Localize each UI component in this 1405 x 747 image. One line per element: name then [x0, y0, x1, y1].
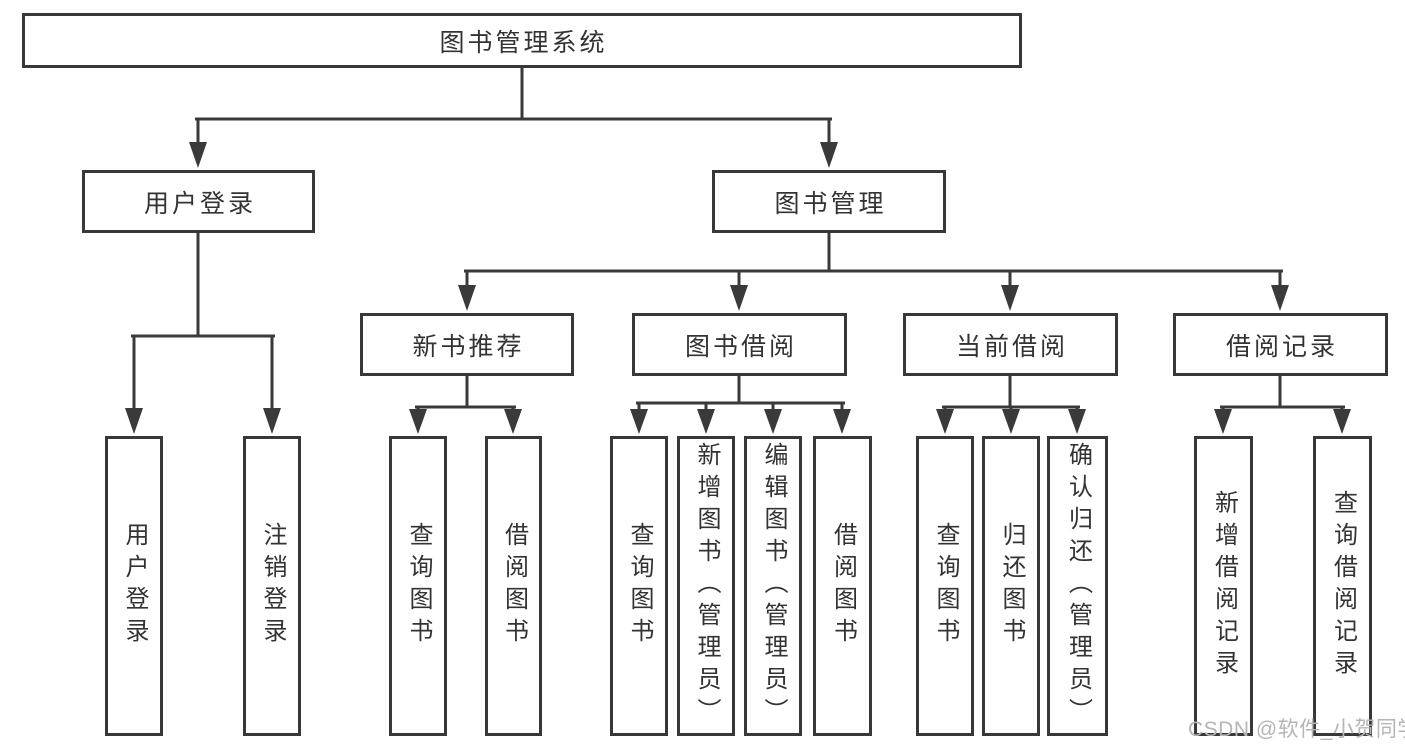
node-leaf-confirm-return-label: 确认归还（管理员） [1064, 442, 1092, 730]
node-leaf-add-book-label: 新增图书（管理员） [693, 442, 720, 730]
csdn-watermark: CSDN @软件_小贺同学 [1188, 718, 1405, 741]
node-leaf-edit-book-label: 编辑图书（管理员） [760, 442, 787, 730]
connector-newbookrec-to-leaves [409, 371, 522, 434]
node-new-book-recommend: 新书推荐 [360, 313, 574, 376]
node-leaf-user-login: 用户登录 [105, 436, 163, 736]
node-leaf-query-book-2-label: 查询图书 [626, 522, 653, 650]
connector-bookborrow-to-leaves [630, 371, 851, 434]
node-borrow-record: 借阅记录 [1173, 313, 1388, 376]
node-new-book-recommend-label: 新书推荐 [412, 332, 525, 361]
node-leaf-add-record: 新增借阅记录 [1194, 436, 1253, 736]
node-borrow-record-label: 借阅记录 [1225, 332, 1338, 361]
node-leaf-return-book-label: 归还图书 [998, 522, 1025, 650]
node-leaf-add-book: 新增图书（管理员） [677, 436, 735, 736]
node-user-login-group-label: 用户登录 [143, 189, 256, 218]
node-leaf-query-record: 查询借阅记录 [1313, 436, 1372, 736]
connector-root-to-level2 [189, 63, 838, 168]
node-leaf-borrow-book-2: 借阅图书 [813, 436, 872, 736]
node-book-management: 图书管理 [712, 170, 946, 233]
node-system-root-label: 图书管理系统 [439, 28, 608, 57]
connector-userlogin-to-leaves [125, 228, 281, 434]
node-leaf-edit-book: 编辑图书（管理员） [744, 436, 802, 736]
node-user-login-group: 用户登录 [82, 170, 315, 233]
node-leaf-borrow-book-2-label: 借阅图书 [829, 522, 857, 650]
node-leaf-query-book-3-label: 查询图书 [932, 522, 959, 650]
node-current-borrow-label: 当前借阅 [955, 332, 1068, 361]
node-system-root: 图书管理系统 [22, 13, 1022, 68]
node-leaf-query-book-3: 查询图书 [916, 436, 974, 736]
connector-bookmgmt-to-level3 [458, 228, 1289, 311]
node-current-borrow: 当前借阅 [903, 313, 1118, 376]
node-leaf-query-book-1: 查询图书 [389, 436, 447, 736]
node-book-borrow: 图书借阅 [632, 313, 847, 376]
node-leaf-user-login-label: 用户登录 [121, 522, 148, 650]
node-leaf-query-book-2: 查询图书 [610, 436, 668, 736]
connector-currentborrow-to-leaves [936, 371, 1086, 434]
node-leaf-borrow-book-1-label: 借阅图书 [500, 522, 528, 650]
node-leaf-logout: 注销登录 [243, 436, 301, 736]
node-leaf-logout-label: 注销登录 [259, 522, 286, 650]
node-leaf-query-record-label: 查询借阅记录 [1329, 490, 1357, 682]
node-leaf-return-book: 归还图书 [982, 436, 1040, 736]
node-book-management-label: 图书管理 [774, 189, 887, 218]
node-leaf-borrow-book-1: 借阅图书 [485, 436, 542, 736]
node-leaf-confirm-return: 确认归还（管理员） [1047, 436, 1108, 736]
node-leaf-query-book-1-label: 查询图书 [405, 522, 432, 650]
connector-borrowrecord-to-leaves [1214, 371, 1351, 434]
node-book-borrow-label: 图书借阅 [684, 332, 797, 361]
node-leaf-add-record-label: 新增借阅记录 [1210, 490, 1238, 682]
